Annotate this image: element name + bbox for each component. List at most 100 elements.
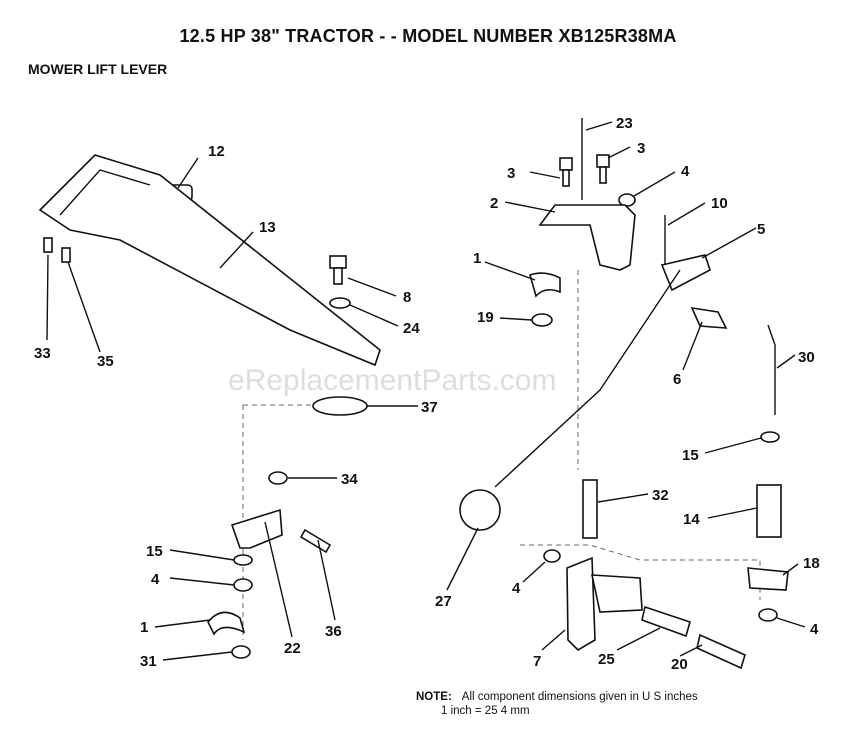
leader-1-right: [484, 261, 536, 281]
part-20-bolt: [696, 633, 746, 670]
part-3-bolt-head-b: [596, 154, 610, 168]
part-33-clip: [43, 237, 53, 253]
callout-13: 13: [259, 219, 276, 236]
diagram-title: 12.5 HP 38" TRACTOR - - MODEL NUMBER XB1…: [179, 26, 677, 46]
callout-33: 33: [34, 345, 51, 362]
callout-35: 35: [97, 353, 114, 370]
callout-4-left: 4: [151, 571, 160, 588]
leader-3a: [529, 171, 561, 179]
part-25-spacer: [641, 605, 691, 638]
callout-27: 27: [435, 593, 452, 610]
callout-37: 37: [421, 399, 438, 416]
callout-25: 25: [598, 651, 615, 668]
callout-1-right: 1: [473, 250, 481, 267]
leader-15-left: [169, 549, 235, 561]
note-line-1: All component dimensions given in U S in…: [461, 691, 698, 703]
callout-12: 12: [208, 143, 225, 160]
leader-35: [67, 261, 101, 353]
callout-24: 24: [403, 320, 420, 337]
part-1-clamp-right: [529, 272, 561, 298]
part-34-nut: [268, 471, 288, 485]
leader-4-bottom: [776, 617, 806, 628]
leader-8: [347, 277, 397, 297]
callout-18: 18: [803, 555, 820, 572]
part-37-disc: [312, 396, 368, 416]
callout-15-right: 15: [682, 447, 699, 464]
leader-6: [682, 321, 703, 371]
leader-32: [597, 493, 649, 503]
part-14-spring: [756, 484, 782, 538]
callout-3b: 3: [637, 140, 645, 157]
part-18-pivot: [747, 567, 789, 591]
callout-2: 2: [490, 195, 498, 212]
leader-30: [776, 354, 796, 369]
callout-36: 36: [325, 623, 342, 640]
leader-36: [317, 539, 336, 621]
part-1-clamp-left: [207, 611, 246, 636]
callout-4-bottom: 4: [810, 621, 819, 638]
callout-15-left: 15: [146, 543, 163, 560]
callout-10: 10: [711, 195, 728, 212]
part-30-rod: [767, 324, 776, 415]
leader-5: [701, 227, 757, 259]
callout-14: 14: [683, 511, 700, 528]
callout-3a: 3: [507, 165, 515, 182]
leader-23: [585, 121, 613, 131]
part-36-bolt: [299, 528, 332, 554]
callout-4-mid: 4: [512, 580, 521, 597]
part-15-washer-left: [233, 554, 253, 566]
part-6-bolt: [690, 306, 728, 329]
callout-8: 8: [403, 289, 411, 306]
callout-6: 6: [673, 371, 681, 388]
part-27-knob: [459, 489, 501, 531]
part-2-bracket: [538, 204, 636, 271]
leader-1-left: [154, 619, 211, 628]
part-24-washer: [329, 297, 351, 309]
part-3-bolt-shank-b: [599, 166, 607, 184]
callout-4-top: 4: [681, 163, 690, 180]
leader-10: [667, 202, 706, 226]
callout-34: 34: [341, 471, 358, 488]
callout-19: 19: [477, 309, 494, 326]
leader-2: [504, 201, 556, 213]
dimension-note: NOTE: All component dimensions given in U…: [416, 690, 698, 704]
part-35-clip: [61, 247, 71, 263]
note-line-2: 1 inch = 25 4 mm: [441, 705, 530, 717]
part-22-bracket: [230, 508, 283, 549]
callout-22: 22: [284, 640, 301, 657]
callout-30: 30: [798, 349, 815, 366]
callout-23: 23: [616, 115, 633, 132]
leader-25: [616, 627, 661, 651]
leader-27: [446, 527, 479, 591]
leader-12: [177, 157, 199, 189]
part-5-plate: [660, 254, 711, 292]
leader-24: [349, 304, 399, 327]
watermark: eReplacementParts.com: [228, 364, 556, 397]
callout-31: 31: [140, 653, 157, 670]
part-13-lift-lever: [38, 154, 381, 367]
callout-1-left: 1: [140, 619, 148, 636]
leader-18: [782, 563, 799, 576]
leader-3b: [607, 146, 631, 159]
leader-20: [679, 644, 703, 657]
part-27-rod: [494, 269, 681, 488]
diagram-subtitle: MOWER LIFT LEVER: [28, 61, 168, 77]
callout-32: 32: [652, 487, 669, 504]
note-label: NOTE:: [416, 691, 452, 703]
part-4-nut-bottom: [758, 608, 778, 622]
part-3-bolt-shank-a: [562, 169, 570, 187]
leader-7: [541, 629, 566, 651]
part-31-nut: [231, 645, 251, 659]
leader-31: [162, 651, 233, 661]
leader-15-right: [704, 437, 762, 454]
part-13-lever-rod: [59, 169, 151, 216]
part-3-bolt-head-a: [559, 157, 573, 171]
part-7-pivot: [590, 574, 643, 613]
part-32-spring: [582, 479, 598, 539]
part-4-nut-mid: [543, 549, 561, 563]
callout-20: 20: [671, 656, 688, 673]
callout-5: 5: [757, 221, 765, 238]
part-15-washer-right: [760, 431, 780, 443]
leader-19: [499, 317, 533, 321]
